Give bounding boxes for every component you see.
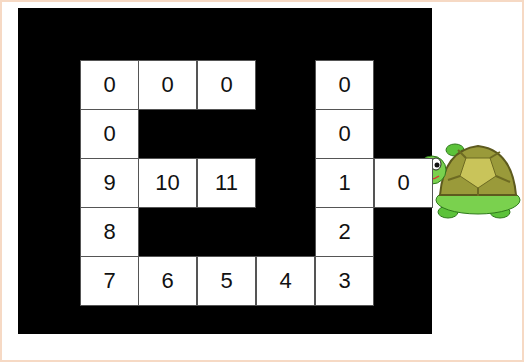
- maze-cell: 6: [138, 256, 197, 306]
- maze-cell: 0: [80, 109, 139, 159]
- step-number: 1: [338, 170, 350, 196]
- step-number: 11: [215, 170, 238, 196]
- maze-cell: 0: [80, 60, 139, 110]
- maze-cell: 11: [197, 158, 256, 208]
- step-number: 10: [155, 170, 179, 196]
- maze-cell: 1: [315, 158, 374, 208]
- step-number: 4: [279, 268, 291, 294]
- maze-cell: 0: [138, 60, 197, 110]
- maze-cell: 4: [256, 256, 315, 306]
- step-number: 0: [161, 72, 173, 98]
- step-number: 2: [338, 219, 350, 245]
- maze-cell: 0: [315, 60, 374, 110]
- step-number: 8: [103, 219, 115, 245]
- step-number: 0: [220, 72, 232, 98]
- maze-cell: 7: [80, 256, 139, 306]
- maze-cell: 10: [138, 158, 197, 208]
- step-number: 0: [103, 121, 115, 147]
- maze-cell: 2: [315, 207, 374, 257]
- maze-cell: 9: [80, 158, 139, 208]
- step-number: 0: [397, 170, 409, 196]
- step-number: 9: [103, 170, 115, 196]
- step-number: 5: [220, 268, 232, 294]
- step-number: 0: [338, 121, 350, 147]
- maze-cell: 0: [315, 109, 374, 159]
- maze-cell: 3: [315, 256, 374, 306]
- step-number: 7: [103, 268, 115, 294]
- step-number: 0: [338, 72, 350, 98]
- step-number: 0: [103, 72, 115, 98]
- maze-cell: 5: [197, 256, 256, 306]
- step-number: 6: [161, 268, 173, 294]
- maze-cell: 8: [80, 207, 139, 257]
- turtle-picture: [418, 144, 520, 218]
- maze-wall: [18, 8, 432, 334]
- step-number: 3: [338, 268, 350, 294]
- maze-cell: 0: [197, 60, 256, 110]
- maze-cell: 0: [374, 158, 433, 208]
